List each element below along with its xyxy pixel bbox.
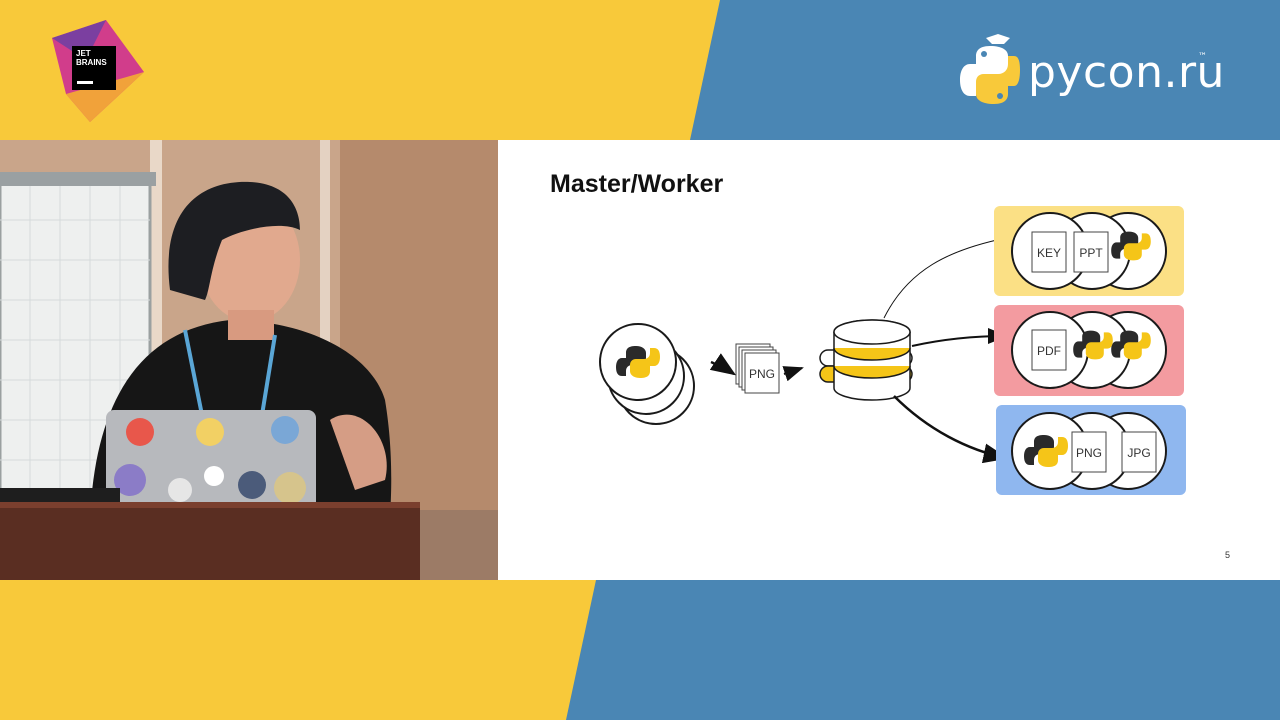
video-frame [0, 140, 498, 580]
task-label: PNG [749, 367, 775, 381]
master-node [599, 323, 695, 425]
document-icon [1031, 329, 1067, 371]
speaker-video-feed [0, 140, 498, 580]
document-icon: PNG [735, 343, 780, 394]
podium [0, 502, 420, 580]
trademark-mark: ™ [1198, 52, 1207, 62]
worker-group-red: PDF [994, 305, 1184, 396]
file-label-ppt: PPT [1079, 246, 1103, 260]
brand-text-line-1: JET [76, 49, 91, 58]
presentation-slide: PNG KEY PPT [498, 140, 1280, 580]
document-icon [1031, 231, 1067, 273]
brand-bar [77, 81, 93, 84]
document-icon [1121, 431, 1157, 473]
conference-name: pycon.ru [1028, 47, 1225, 98]
blue-bottom-band [566, 580, 1280, 720]
slide-page-number: 5 [1224, 550, 1230, 560]
brand-text-line-2: BRAINS [76, 58, 107, 67]
slide-title: Master/Worker [550, 170, 724, 198]
file-label-jpg: JPG [1127, 446, 1150, 460]
file-label-pdf: PDF [1037, 344, 1061, 358]
document-icon [1073, 231, 1109, 273]
python-logo-icon [960, 34, 1020, 104]
file-label-key: KEY [1037, 246, 1061, 260]
arrow-icon [893, 395, 1009, 464]
file-label-png: PNG [1076, 446, 1102, 460]
worker-group-blue: PNG JPG [996, 405, 1186, 495]
jetbrains-logo-box: JET BRAINS [72, 46, 116, 90]
arrow-icon [911, 328, 1008, 347]
database-icon [819, 319, 913, 401]
arrow-icon [782, 366, 804, 382]
arrow-icon [709, 353, 737, 376]
master-worker-diagram: PNG KEY PPT [599, 206, 1186, 495]
document-icon [1071, 431, 1107, 473]
arrow-icon [883, 235, 1007, 319]
worker-group-yellow: KEY PPT [994, 206, 1184, 296]
